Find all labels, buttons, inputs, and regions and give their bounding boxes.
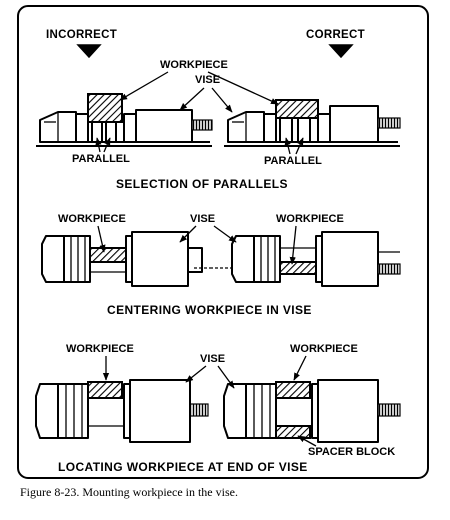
section3-title: LOCATING WORKPIECE AT END OF VISE (58, 460, 308, 474)
section1-vise-label: VISE (195, 74, 220, 86)
correct-parallel-vise (224, 99, 401, 147)
correct-end-vise (223, 379, 401, 443)
s2-vise-arrow-right (213, 225, 237, 243)
section1-workpiece-label: WORKPIECE (160, 59, 228, 71)
s3-vise-arrow-left (185, 365, 207, 383)
figure-border (17, 5, 429, 479)
incorrect-parallel-vise (36, 93, 213, 147)
parallel-arrow-left-2 (103, 137, 111, 153)
figure-caption: Figure 8-23. Mounting workpiece in the v… (20, 485, 238, 499)
parallel-arrow-right-1 (284, 137, 291, 155)
s1-workpiece-arrow-left (119, 71, 169, 101)
s1-workpiece-arrow-right (207, 71, 279, 105)
section1-title: SELECTION OF PARALLELS (116, 177, 288, 191)
spacer-block-label: SPACER BLOCK (308, 446, 395, 458)
section2-workpiece-label-right: WORKPIECE (276, 213, 344, 225)
correct-centering-vise (210, 231, 401, 287)
incorrect-label: INCORRECT (46, 29, 117, 41)
s3-vise-arrow-right (217, 365, 235, 389)
parallel-arrow-right-2 (295, 137, 304, 155)
section2-workpiece-label-left: WORKPIECE (58, 213, 126, 225)
section2-title: CENTERING WORKPIECE IN VISE (107, 303, 312, 317)
s3-workpiece-arrow-right (293, 355, 307, 381)
correct-label: CORRECT (306, 29, 365, 41)
section3-workpiece-label-right: WORKPIECE (290, 343, 358, 355)
s2-workpiece-arrow-right (289, 225, 297, 265)
s2-workpiece-arrow-left (97, 225, 106, 253)
parallel-arrow-left-1 (95, 137, 102, 153)
incorrect-end-vise (35, 379, 209, 443)
section3-vise-label: VISE (200, 353, 225, 365)
section2-vise-label: VISE (190, 213, 215, 225)
correct-arrow-icon (328, 44, 354, 59)
parallel-label-right: PARALLEL (264, 155, 322, 167)
s1-vise-arrow-left (179, 87, 205, 111)
incorrect-arrow-icon (76, 44, 102, 59)
parallel-label-left: PARALLEL (72, 153, 130, 165)
section3-workpiece-label-left: WORKPIECE (66, 343, 134, 355)
s3-spacer-arrow (297, 435, 317, 447)
s1-vise-arrow-right (211, 87, 233, 113)
incorrect-centering-vise (41, 231, 210, 287)
s2-vise-arrow-left (179, 225, 197, 243)
